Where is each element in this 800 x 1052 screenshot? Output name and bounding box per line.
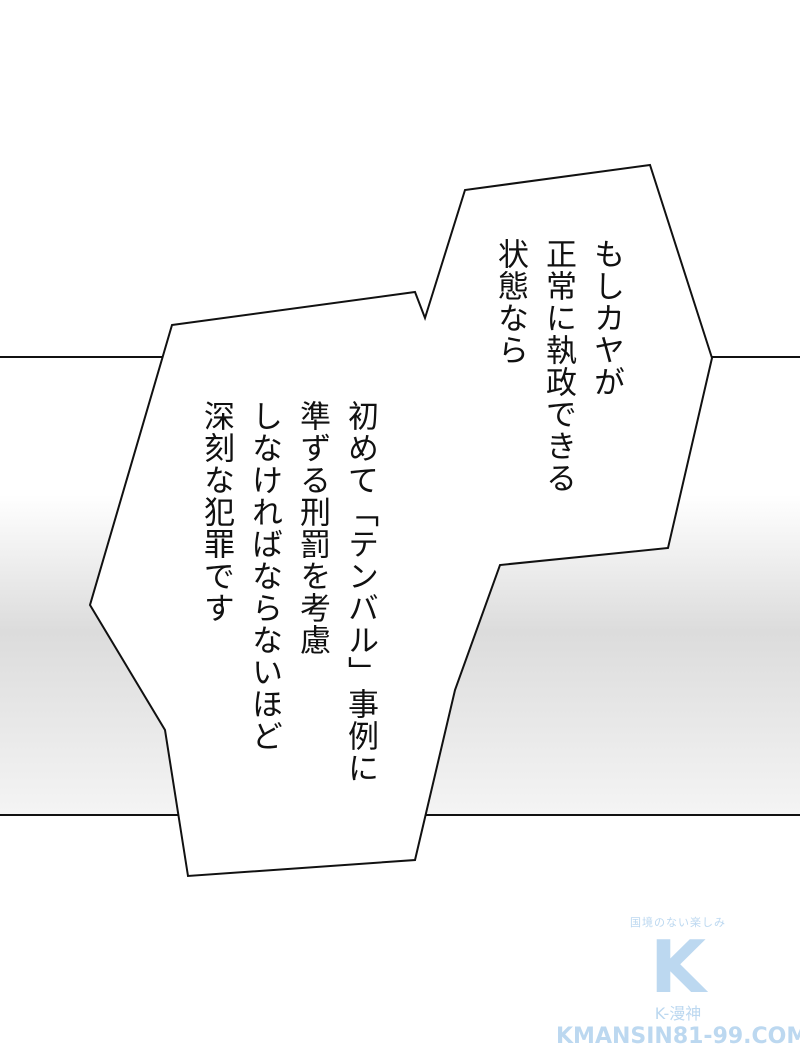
watermark-logo: K (650, 925, 706, 1009)
watermark: 国境のない楽しみ K K-漫神 KMANSIN81-99.COM (556, 916, 800, 1050)
bubble-2-line-3: しなければならないほど (246, 400, 282, 752)
watermark-tagline: 国境のない楽しみ (630, 916, 726, 929)
watermark-name: K-漫神 (654, 1004, 702, 1023)
bubble-2-line-2: 準ずる刑罰を考慮 (294, 400, 330, 656)
bubble-2-line-1: 初めて「テンバル」事例に (342, 400, 378, 784)
bubble-2-line-4: 深刻な犯罪です (198, 400, 234, 624)
bubble-1-line-1: もしカヤが (588, 238, 624, 398)
bubble-1-line-3: 状態なら (492, 238, 528, 366)
bubble-1-line-2: 正常に執政できる (540, 238, 576, 494)
watermark-url: KMANSIN81-99.COM (556, 1024, 800, 1049)
